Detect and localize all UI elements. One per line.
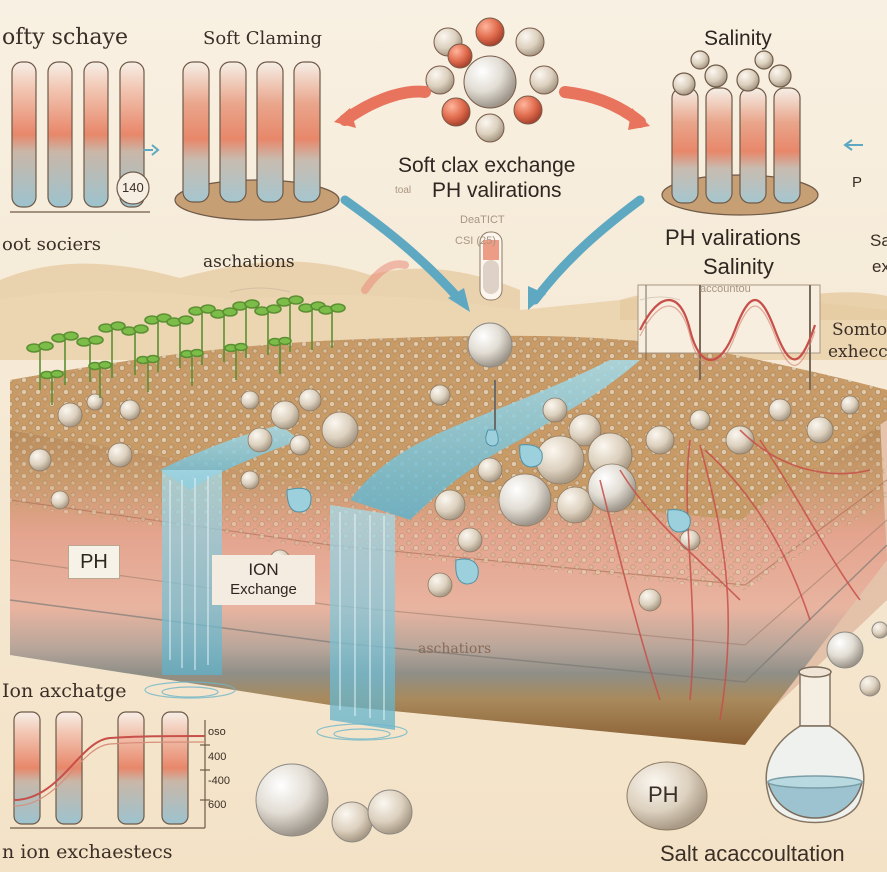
right-ph-label: PH valirations (665, 227, 801, 249)
central-pebble (468, 323, 512, 367)
center-title-1: Soft clax exchange (398, 155, 575, 176)
soil-ion-box: ION Exchange (212, 555, 315, 605)
soil-ion-line-1: ION (212, 555, 315, 578)
graph-right-label-2: exhecc (828, 344, 887, 361)
center-title-2: PH valirations (432, 180, 562, 201)
chart-tick-1: oso (208, 727, 226, 738)
soil-ph-label: PH (68, 545, 120, 579)
top-left-value: 140 (122, 181, 144, 194)
top-mid-caption: aschations (203, 254, 295, 271)
chart-tick-4: 600 (208, 800, 226, 811)
center-faint-1: toal (395, 186, 411, 196)
chart-tick-2: 400 (208, 752, 226, 763)
center-faint-2: DeaTICT (460, 215, 505, 226)
bottom-right-caption: Salt acaccoultation (660, 843, 845, 865)
chart-tick-3: -400 (208, 776, 230, 787)
bottom-left-title: Ion axchatge (2, 682, 127, 701)
top-left-caption: oot sociers (2, 236, 101, 254)
soil-ion-line-2: Exchange (212, 578, 315, 597)
top-right-title: Salinity (704, 28, 772, 49)
graph-right-label-1: Somto (832, 322, 887, 339)
edge-p-label: P (852, 175, 862, 190)
soil-faint-label: aschatiors (418, 642, 491, 656)
edge-sa-label: Sa (870, 232, 887, 249)
right-faint-label: accountou (700, 284, 751, 295)
right-salinity-label: Salinity (703, 256, 774, 278)
bottom-left-caption: n ion exchaestecs (2, 843, 173, 862)
top-mid-tube-set (175, 62, 339, 220)
top-left-title: ofty schaye (2, 27, 128, 49)
edge-ex-label: ex (872, 258, 887, 275)
bottom-ph-label: PH (648, 784, 679, 806)
center-faint-3: CSI (25) (455, 236, 496, 247)
top-mid-title: Soft Claming (203, 30, 322, 48)
